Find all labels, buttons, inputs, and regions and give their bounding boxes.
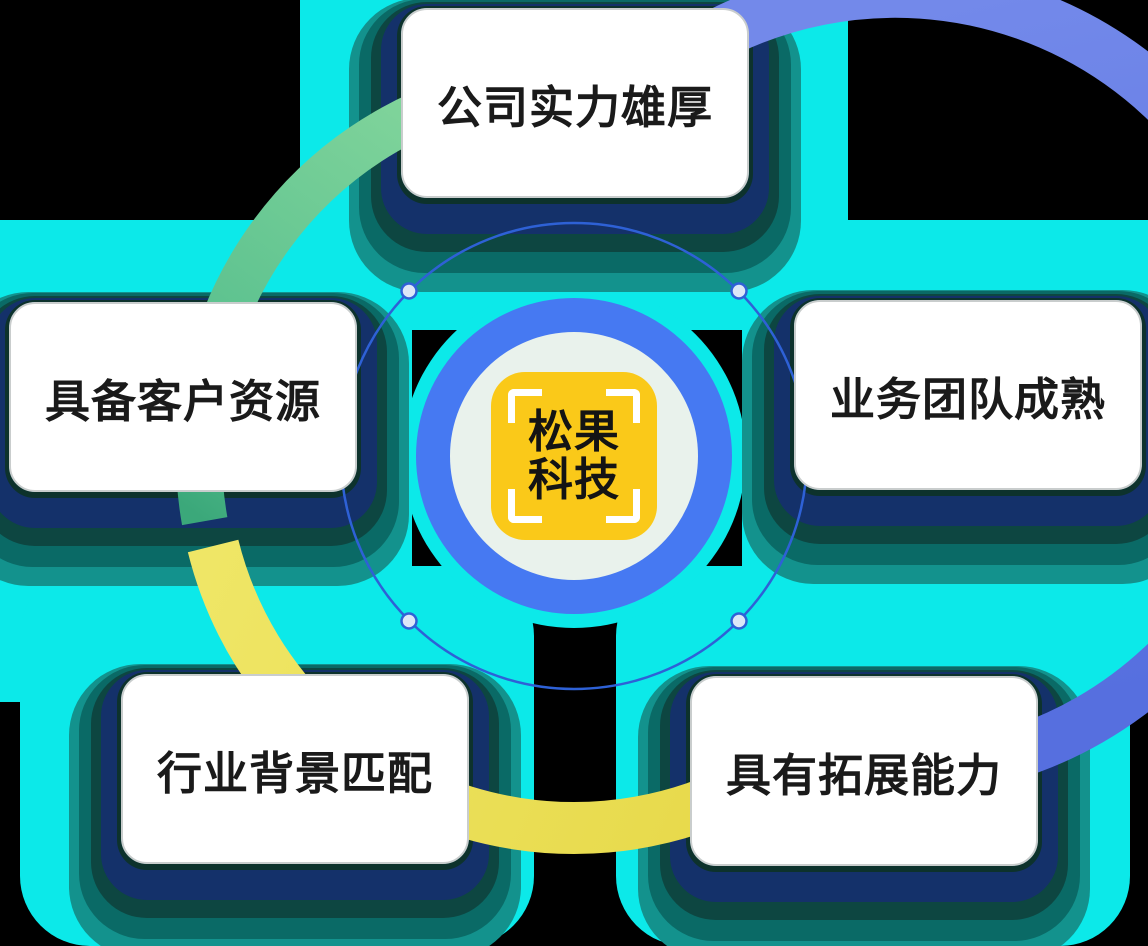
node-dot <box>400 612 418 630</box>
corner-bracket-icon <box>606 389 640 423</box>
logo-line1: 松果 <box>527 406 620 457</box>
feature-card-label: 公司实力雄厚 <box>436 81 713 133</box>
corner-bracket-icon <box>508 389 542 423</box>
feature-card-bottom-right: 具有拓展能力 <box>690 676 1038 866</box>
logo-text: 松果 科技 <box>528 408 620 504</box>
logo-badge: 松果 科技 <box>491 372 657 540</box>
node-dot <box>730 282 748 300</box>
feature-card-label: 具有拓展能力 <box>725 749 1002 801</box>
node-dot <box>730 612 748 630</box>
node-dot <box>400 282 418 300</box>
logo-line2: 科技 <box>527 454 620 505</box>
feature-card-top: 公司实力雄厚 <box>401 8 749 198</box>
circle-nodes <box>400 282 748 630</box>
feature-card-bottom-left: 行业背景匹配 <box>121 674 469 864</box>
corner-bracket-icon <box>508 489 542 523</box>
feature-card-label: 行业背景匹配 <box>156 747 433 799</box>
feature-card-right: 业务团队成熟 <box>794 300 1142 490</box>
feature-card-label: 业务团队成熟 <box>829 373 1106 425</box>
center-medallion: 松果 科技 <box>416 298 732 614</box>
corner-bracket-icon <box>606 489 640 523</box>
feature-card-label: 具备客户资源 <box>44 375 321 427</box>
feature-card-left: 具备客户资源 <box>9 302 357 492</box>
blue-arc <box>639 0 1148 798</box>
center-inner-circle: 松果 科技 <box>450 332 698 580</box>
